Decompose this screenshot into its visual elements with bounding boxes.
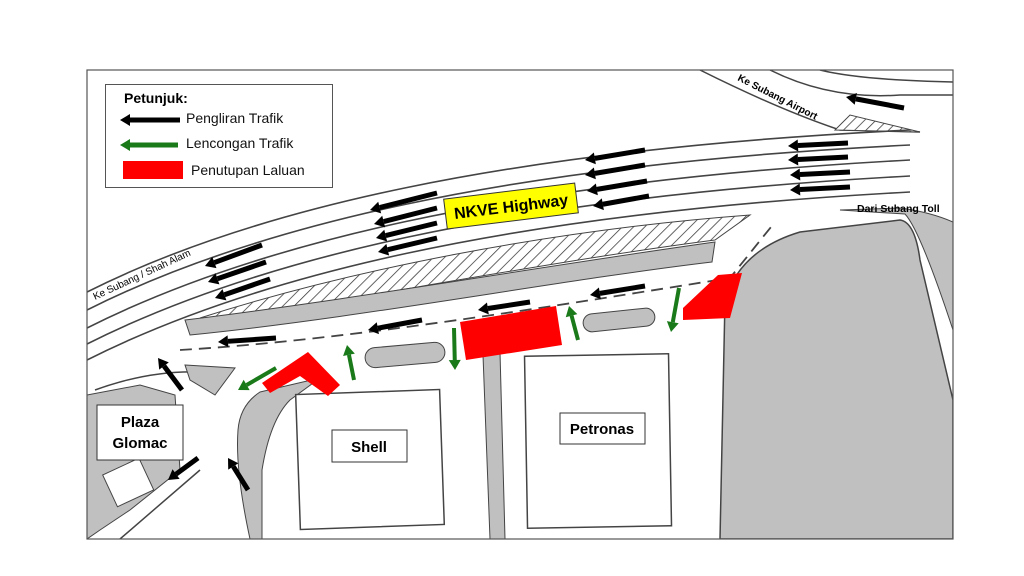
- label-dari-subang-toll: Dari Subang Toll: [857, 203, 940, 215]
- label-shell: Shell: [351, 439, 387, 456]
- label-ke-subang-airport: Ke Subang Airport: [736, 73, 820, 123]
- land-area-right: [719, 219, 953, 539]
- land-area: [184, 364, 236, 396]
- traffic-flow-arrow: [587, 178, 648, 196]
- diversion-arrow: [666, 287, 681, 332]
- label-glomac: Glomac: [112, 435, 167, 452]
- black-arrow-icon: [120, 114, 180, 126]
- traffic-flow-arrow: [228, 458, 251, 492]
- label-ke-subang-shah-alam: Ke Subang / Shah Alam: [92, 248, 193, 303]
- diversion-arrow: [238, 366, 278, 391]
- legend-label-penutupan: Penutupan Laluan: [191, 162, 305, 178]
- red-closure-swatch: [123, 161, 183, 179]
- service-road-lane-divider: [179, 221, 776, 351]
- traffic-flow-arrow: [168, 455, 200, 480]
- legend-label-pengliran: Pengliran Trafik: [186, 110, 284, 126]
- traffic-arrows: [158, 92, 905, 492]
- legend-label-lencongan: Lencongan Trafik: [186, 135, 294, 151]
- land-area-top-right: [839, 207, 953, 331]
- traffic-flow-arrow: [215, 276, 271, 301]
- highway-badge: NKVE Highway: [443, 182, 579, 230]
- green-arrow-icon: [120, 139, 178, 151]
- traffic-flow-arrow: [585, 147, 646, 165]
- traffic-flow-arrow: [478, 299, 531, 315]
- highway-lanes: [87, 129, 911, 361]
- diversion-arrow: [448, 327, 461, 370]
- road-divider: [482, 351, 506, 539]
- traffic-island: [364, 341, 446, 369]
- land-area: [237, 377, 321, 539]
- service-road-island: [184, 241, 716, 336]
- traffic-flow-arrow: [368, 317, 423, 335]
- traffic-flow-arrow: [374, 205, 438, 228]
- legend: Petunjuk: Pengliran Trafik Lencongan Tra…: [105, 84, 333, 188]
- legend-title: Petunjuk:: [124, 90, 188, 106]
- traffic-flow-arrow: [590, 283, 646, 300]
- label-plaza: Plaza: [121, 414, 160, 431]
- map-frame: [86, 69, 954, 540]
- plaza-glomac-label-box: [96, 404, 184, 461]
- traffic-flow-arrow: [218, 335, 277, 348]
- traffic-flow-arrow: [790, 168, 851, 181]
- traffic-flow-arrow: [378, 235, 438, 256]
- diversion-arrow: [565, 306, 580, 341]
- traffic-flow-arrow: [158, 358, 184, 392]
- traffic-flow-arrow: [370, 190, 438, 214]
- traffic-flow-arrow: [846, 92, 905, 111]
- airport-road: [769, 70, 953, 97]
- traffic-flow-arrow: [788, 153, 849, 166]
- traffic-island: [582, 307, 656, 333]
- traffic-flow-arrow: [790, 183, 851, 196]
- traffic-flow-arrow: [208, 259, 267, 285]
- traffic-flow-arrow: [788, 139, 849, 152]
- traffic-flow-arrow: [585, 162, 646, 180]
- diversion-arrow: [343, 345, 356, 381]
- traffic-flow-arrow: [593, 193, 650, 211]
- traffic-flow-arrow: [376, 220, 438, 242]
- label-petronas: Petronas: [570, 421, 634, 438]
- road-closures: [262, 273, 742, 396]
- traffic-flow-arrow: [205, 242, 263, 269]
